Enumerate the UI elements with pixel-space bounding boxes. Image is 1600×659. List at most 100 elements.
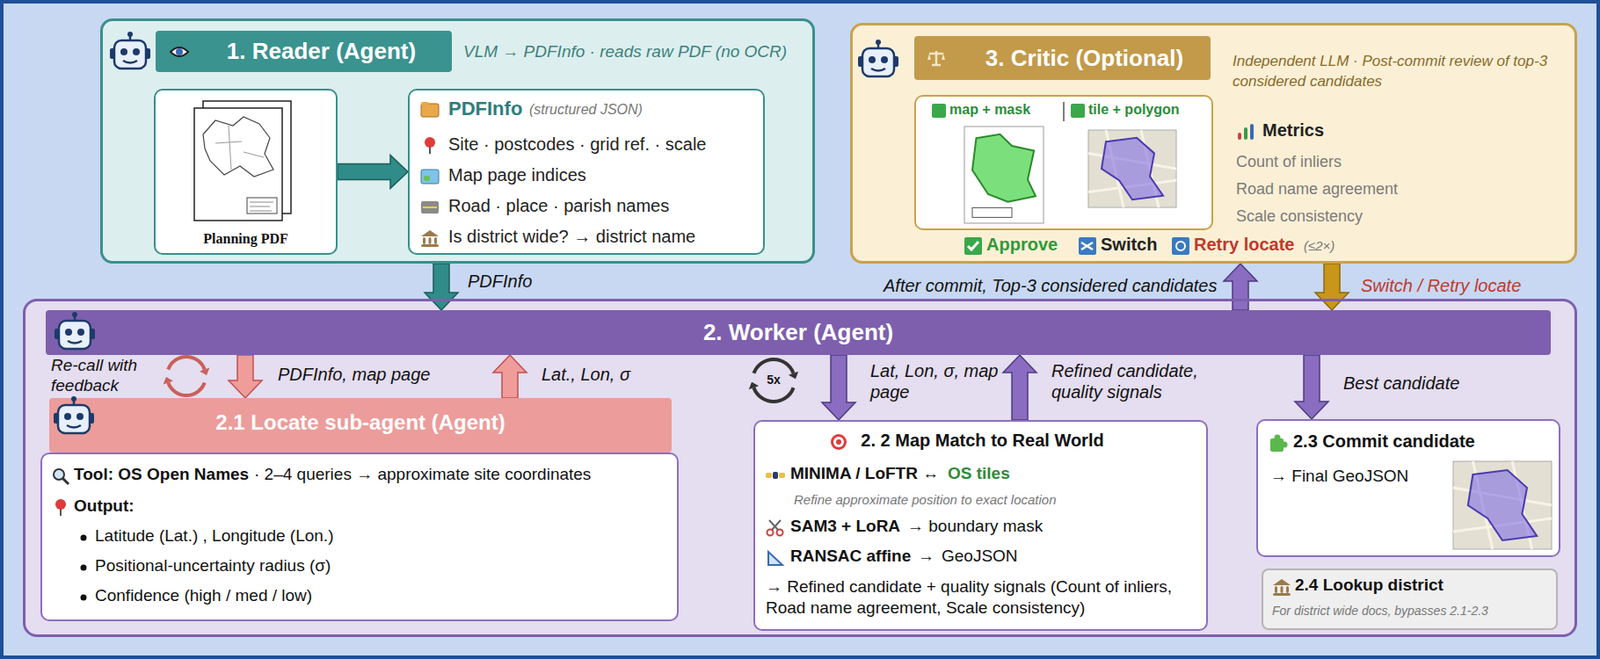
panel-ground <box>101 19 815 263</box>
map-icon <box>420 167 440 187</box>
process-box: 2. 2 Map Match to Real WorldMINIMA / LoF… <box>753 420 1208 632</box>
dot-icon <box>73 588 94 608</box>
process-box: Tool: OS Open Names· 2–4 queries → appro… <box>40 452 679 622</box>
panel-ground <box>850 23 1577 263</box>
list-item: Road name agreement <box>1236 180 1398 199</box>
edge-label: Lat., Lon, σ <box>541 363 631 386</box>
critic-panel: map + masktile + polygon3. Critic (Optio… <box>850 22 1578 264</box>
robot-icon <box>52 312 97 355</box>
block-arrow <box>493 355 527 399</box>
box-title: 2.4 Lookup district <box>1294 575 1444 596</box>
repeat-count: 5x <box>761 372 786 388</box>
target-icon <box>829 432 849 452</box>
list-item: Map page indices <box>448 165 587 186</box>
robot-icon <box>51 396 96 439</box>
green-icon <box>1069 101 1089 122</box>
list-item: Scale consistency <box>1236 207 1363 226</box>
list-item: Is district wide? → district name <box>448 226 696 248</box>
image-caption: tile + polygon <box>1088 101 1180 118</box>
geojson-thumbnail <box>1453 461 1552 550</box>
bank-icon <box>420 228 440 248</box>
tri-icon <box>765 548 786 568</box>
note-text: (≤2×) <box>1303 238 1335 254</box>
reader-panel: Planning PDF PDFInfo (structured JSON) Site… <box>100 18 815 264</box>
block-arrow <box>821 355 856 421</box>
body-text: → Final GeoJSON <box>1270 466 1409 487</box>
eye-icon <box>169 42 190 62</box>
list-item: Count of inliers <box>1236 152 1342 172</box>
process-box: 2.4 Lookup districtFor district wide doc… <box>1261 568 1558 631</box>
tool-name: RANSAC affine <box>790 546 911 567</box>
edge-label: After commit, Top-3 considered candidate… <box>883 275 1217 297</box>
worker-panel: 2.1 Locate sub-agent (Agent)Tool: OS Ope… <box>22 298 1578 638</box>
caption-text: Planning PDF <box>155 231 336 248</box>
action-text: Switch <box>1100 234 1157 255</box>
list-item: Site · postcodes · grid ref. · scale <box>448 134 706 155</box>
tool-name: Tool: OS Open Names <box>73 465 249 485</box>
separator-line <box>1061 100 1066 124</box>
subtitle: VLM → PDFInfo · reads raw PDF (no OCR) <box>463 42 787 62</box>
document-illustration <box>189 99 304 223</box>
edge-label: PDFInfo <box>467 270 532 292</box>
switch-icon <box>1077 236 1098 256</box>
list-item: Positional-uncertainty radius (σ) <box>94 556 331 576</box>
subtitle: Independent LLM · Post-commit review of … <box>1232 51 1567 93</box>
tool-name: OS tiles <box>947 464 1011 484</box>
document-box: Planning PDF <box>153 88 338 255</box>
dot-icon <box>73 558 94 578</box>
pin-icon <box>50 498 71 518</box>
box-title: 2.3 Commit candidate <box>1293 431 1476 452</box>
block-arrow <box>1294 355 1329 420</box>
tool-name: SAM3 + LoRA <box>790 516 901 537</box>
note-label: Re-call with feedback <box>50 356 160 397</box>
list-item: Confidence (high / med / low) <box>94 586 313 606</box>
edge-label: PDFInfo, map page <box>277 363 430 386</box>
image-caption: map + mask <box>949 101 1031 118</box>
image-box: map + mask tile + polygon <box>914 94 1214 231</box>
list-item: Latitude (Lat.) , Longitude (Lon.) <box>94 526 334 546</box>
body-text: GeoJSON <box>941 546 1019 567</box>
cycle-icon <box>749 359 799 402</box>
block-arrow <box>1315 263 1349 311</box>
edge-label: Best candidate <box>1343 372 1460 394</box>
road-icon <box>420 197 440 218</box>
block-arrow <box>1223 263 1258 311</box>
section-title: Output: <box>73 496 135 517</box>
process-box: 2.3 Commit candidate → Final GeoJSON <box>1256 419 1561 558</box>
sat-icon <box>765 465 786 486</box>
block-arrow <box>337 155 408 190</box>
action-text: Approve <box>986 234 1058 255</box>
body-text: → Refined candidate + quality signals (C… <box>765 576 1201 619</box>
panel-title: 2. Worker (Agent) <box>45 310 1551 356</box>
agent-bar: 2.1 Locate sub-agent (Agent) <box>49 398 672 453</box>
section-title: Metrics <box>1262 120 1324 141</box>
robot-icon <box>856 39 901 82</box>
subtitle: (structured JSON) <box>529 101 643 118</box>
panel-ground <box>23 299 1577 637</box>
lens-icon <box>50 466 71 487</box>
body-text: · 2–4 queries → approximate site coordin… <box>254 465 591 485</box>
action-text: Retry locate <box>1193 234 1295 255</box>
note-text: Refine approximate position to exact loc… <box>793 492 1057 508</box>
json-box: PDFInfo (structured JSON) Site · postcodes… <box>407 88 765 255</box>
block-arrow <box>424 263 459 311</box>
box-icon <box>420 99 440 119</box>
edge-label: Lat, Lon, σ, map page <box>870 360 1003 403</box>
panel-title: 1. Reader (Agent) <box>190 30 452 73</box>
tool-name: MINIMA / LoFTR ↔ <box>790 464 939 484</box>
bar-title: 2.1 Locate sub-agent (Agent) <box>49 398 672 448</box>
map-mask-image <box>964 126 1044 224</box>
bars-icon <box>1236 122 1256 142</box>
tile-polygon-image <box>1088 130 1177 208</box>
scale-icon <box>926 48 946 68</box>
cycle-icon <box>163 356 211 396</box>
robot-icon <box>108 31 153 74</box>
box-title: PDFInfo <box>448 97 523 121</box>
edge-label: Switch / Retry locate <box>1360 275 1521 297</box>
block-arrow <box>1003 355 1037 421</box>
puzzle-icon <box>1268 433 1288 453</box>
body-text: → boundary mask <box>907 516 1043 537</box>
retry-icon <box>1170 236 1191 256</box>
green-icon <box>930 101 950 122</box>
